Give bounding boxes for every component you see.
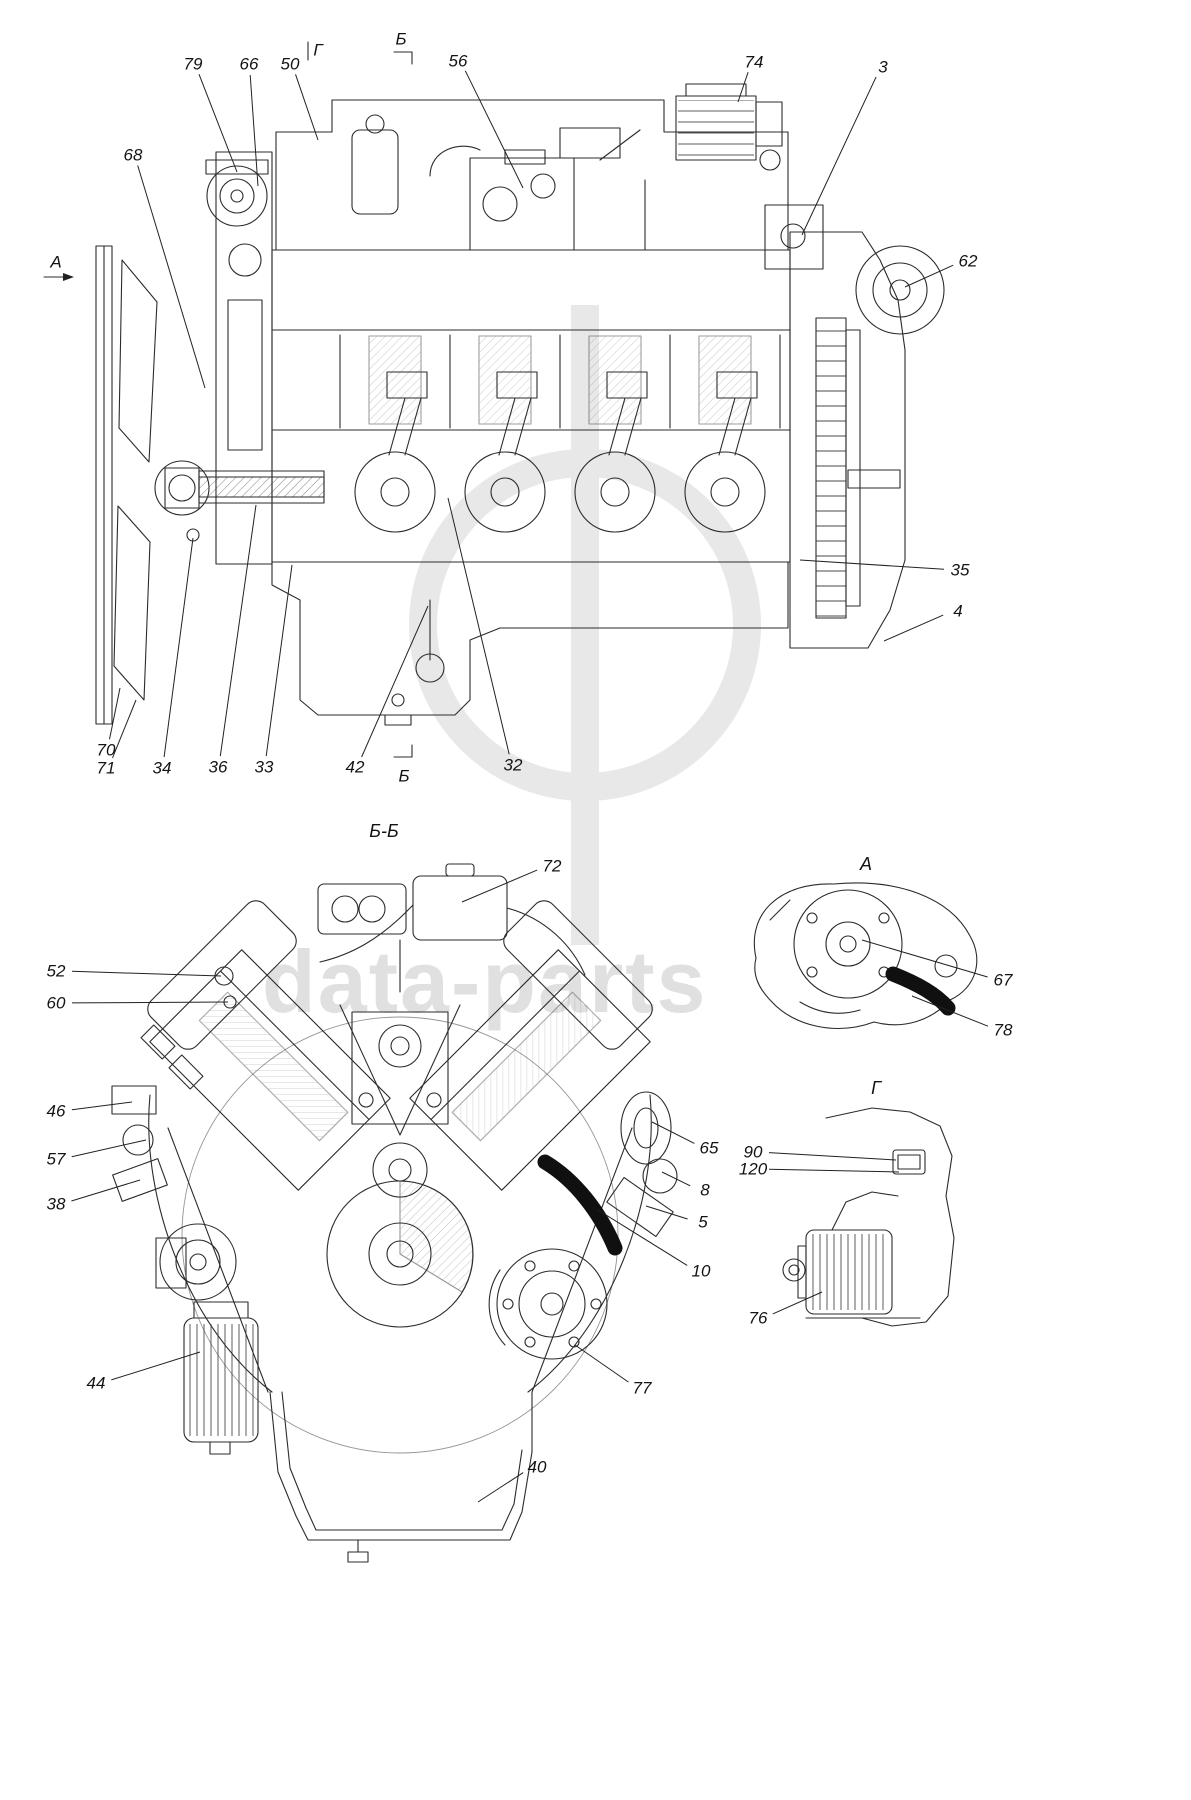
callout-label: 38 — [46, 1194, 66, 1214]
callout-label: 77 — [632, 1378, 652, 1398]
callout-label: 66 — [239, 54, 259, 74]
view-title: Г — [871, 1078, 881, 1098]
view-title: Б-Б — [369, 821, 399, 841]
front-view-drawing — [111, 863, 678, 1563]
callout-label: 3 — [878, 57, 888, 77]
callout-label: 70 — [96, 740, 116, 760]
watermark-text: data-parts — [262, 932, 707, 1031]
callout-label: 120 — [738, 1159, 768, 1179]
callout-label: 79 — [183, 54, 203, 74]
callout-label: 8 — [700, 1180, 710, 1200]
callout-label: 34 — [152, 758, 172, 778]
callout-label: 44 — [86, 1373, 106, 1393]
callout-label: 5 — [698, 1212, 708, 1232]
callout-label: 4 — [953, 601, 963, 621]
callout-label: 46 — [46, 1101, 66, 1121]
detail-g-drawing — [782, 1107, 955, 1327]
callout-label: 32 — [503, 755, 523, 775]
callout-label: 42 — [345, 757, 365, 777]
callout-label: 52 — [46, 961, 66, 981]
callout-label: 78 — [993, 1020, 1013, 1040]
callout-label: 74 — [744, 52, 764, 72]
callout-label: 68 — [123, 145, 143, 165]
callout-label: 71 — [96, 758, 116, 778]
callout-label: 36 — [208, 757, 228, 777]
callout-label: 65 — [699, 1138, 719, 1158]
callout-label: 67 — [993, 970, 1013, 990]
callout-label: 56 — [448, 51, 468, 71]
section-marker: A — [50, 252, 62, 272]
callout-label: 90 — [743, 1142, 763, 1162]
section-marker: Г — [313, 40, 323, 60]
callout-label: 33 — [254, 757, 274, 777]
callout-label: 40 — [527, 1457, 547, 1477]
watermark-symbol — [409, 305, 761, 945]
section-marker: Б — [398, 766, 410, 786]
section-marker: Б — [395, 29, 407, 49]
callout-label: 76 — [748, 1308, 768, 1328]
detail-a-drawing — [753, 882, 978, 1029]
callout-label: 57 — [46, 1149, 66, 1169]
leader-lines — [71, 70, 989, 1503]
callout-label: 10 — [691, 1261, 711, 1281]
callout-label: 35 — [950, 560, 970, 580]
callout-label: 50 — [280, 54, 300, 74]
callout-label: 60 — [46, 993, 66, 1013]
callout-label: 72 — [542, 856, 562, 876]
side-view-drawing — [43, 41, 945, 758]
view-title: A — [859, 854, 873, 874]
callout-label: 62 — [958, 251, 978, 271]
